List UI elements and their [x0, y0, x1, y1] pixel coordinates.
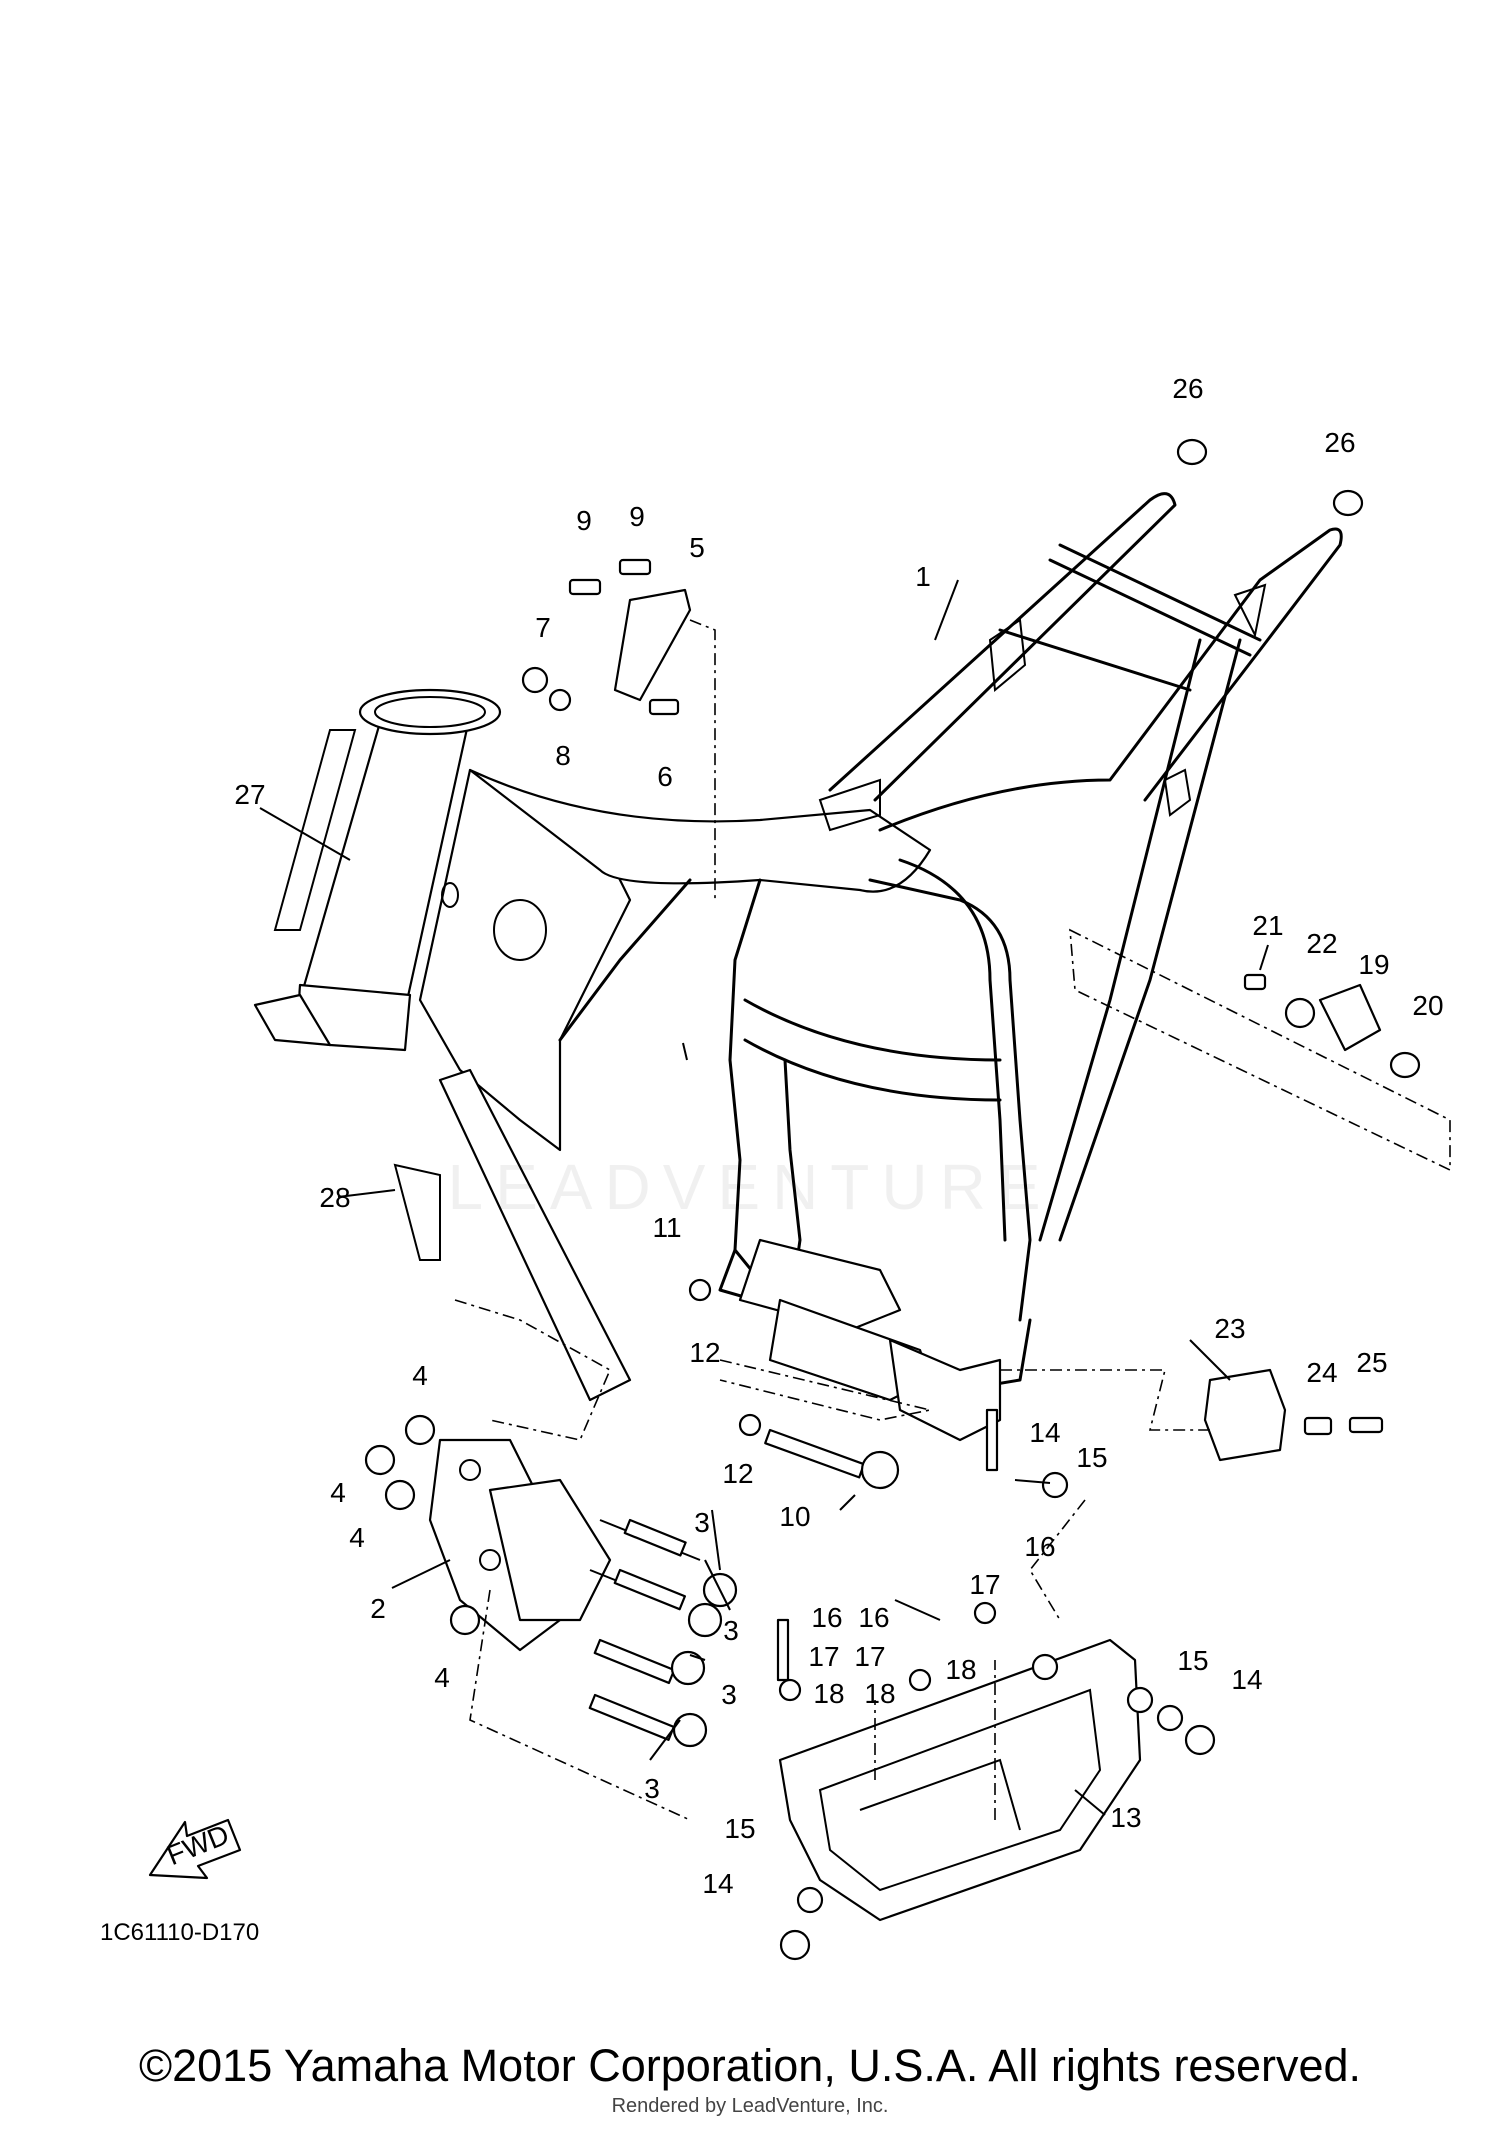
callout-23: 23 [1214, 1313, 1245, 1344]
callout-27: 27 [234, 779, 265, 810]
main-frame [253, 492, 1343, 1442]
callout-5: 5 [689, 532, 705, 563]
callout-3: 3 [694, 1507, 710, 1538]
callout-18: 18 [945, 1654, 976, 1685]
callout-14: 14 [1231, 1664, 1262, 1695]
callouts: 26 26 1 9 9 5 7 8 6 27 21 22 19 20 28 11… [234, 373, 1443, 1899]
callout-12: 12 [689, 1337, 720, 1368]
assembly-lines [454, 619, 1451, 1821]
callout-2: 2 [370, 1593, 386, 1624]
decals [273, 729, 441, 1261]
callout-26: 26 [1172, 373, 1203, 404]
callout-14: 14 [1029, 1417, 1060, 1448]
callout-16: 16 [858, 1602, 889, 1633]
callout-15: 15 [1177, 1645, 1208, 1676]
callout-21: 21 [1252, 910, 1283, 941]
callout-18: 18 [864, 1678, 895, 1709]
callout-9: 9 [576, 505, 592, 536]
callout-10: 10 [779, 1501, 810, 1532]
callout-22: 22 [1306, 928, 1337, 959]
callout-1: 1 [915, 561, 931, 592]
callout-17: 17 [854, 1641, 885, 1672]
callout-16: 16 [811, 1602, 842, 1633]
callout-3: 3 [723, 1615, 739, 1646]
callout-26: 26 [1324, 427, 1355, 458]
callout-11: 11 [652, 1212, 681, 1243]
callout-8: 8 [555, 740, 571, 771]
callout-13: 13 [1110, 1802, 1141, 1833]
callout-4: 4 [434, 1662, 450, 1693]
small-parts [521, 438, 1421, 1462]
callout-19: 19 [1358, 949, 1389, 980]
skid-plate [776, 1408, 1216, 1961]
callout-3: 3 [644, 1773, 660, 1804]
leader-lines [259, 579, 1269, 1816]
callout-28: 28 [319, 1182, 350, 1213]
callout-12: 12 [722, 1458, 753, 1489]
callout-25: 25 [1356, 1347, 1387, 1378]
callout-4: 4 [412, 1360, 428, 1391]
part-code: 1C61110-D170 [100, 1919, 259, 1946]
callout-15: 15 [1076, 1442, 1107, 1473]
copyright-text: ©2015 Yamaha Motor Corporation, U.S.A. A… [138, 2040, 1362, 2091]
callout-6: 6 [657, 761, 673, 792]
fwd-arrow-icon: FWD [148, 1819, 242, 1880]
callout-3: 3 [721, 1679, 737, 1710]
callout-18: 18 [813, 1678, 844, 1709]
watermark: LEADVENTURE [447, 1151, 1053, 1223]
callout-17: 17 [969, 1569, 1000, 1600]
callout-9: 9 [629, 501, 645, 532]
callout-4: 4 [330, 1477, 346, 1508]
callout-20: 20 [1412, 990, 1443, 1021]
callout-24: 24 [1306, 1357, 1337, 1388]
callout-14: 14 [702, 1868, 733, 1899]
callout-15: 15 [724, 1813, 755, 1844]
rendered-by-text: Rendered by LeadVenture, Inc. [611, 2095, 889, 2117]
callout-17: 17 [808, 1641, 839, 1672]
engine-mount-parts [364, 1278, 900, 1748]
callout-4: 4 [349, 1522, 365, 1553]
callout-7: 7 [535, 612, 551, 643]
callout-16: 16 [1024, 1531, 1055, 1562]
